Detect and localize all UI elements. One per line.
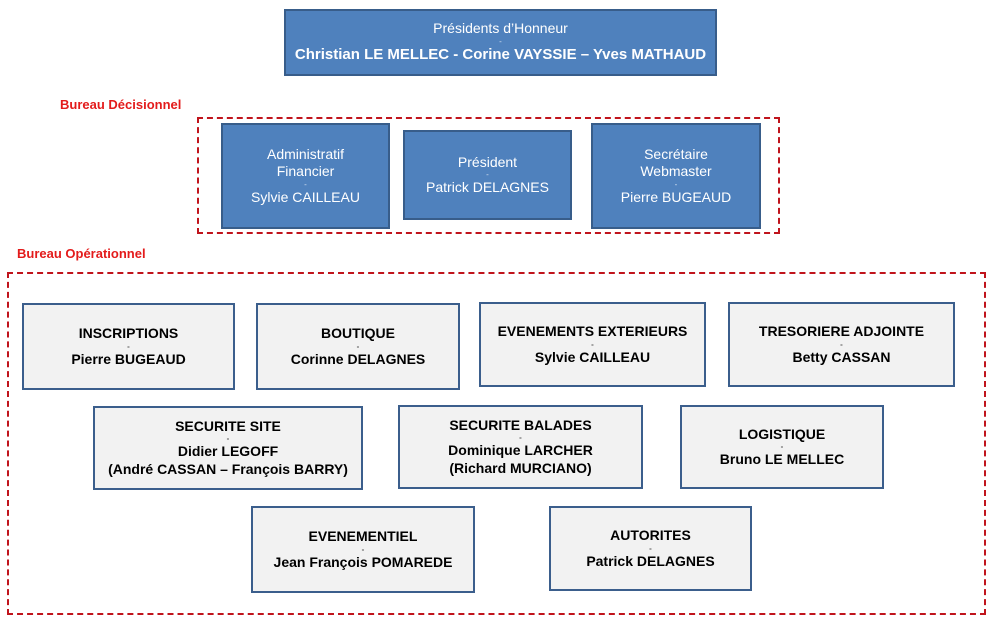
role-evenementiel: EVENEMENTIEL - Jean François POMAREDE xyxy=(251,506,475,593)
role-title: BOUTIQUE xyxy=(321,325,395,341)
separator: - xyxy=(780,442,784,451)
role-title: TRESORIERE ADJOINTE xyxy=(758,323,925,339)
role-title: EVENEMENTIEL xyxy=(308,528,418,544)
role-title: Administratif xyxy=(266,145,345,162)
separator: - xyxy=(591,339,594,349)
role-person: Didier LEGOFF xyxy=(177,443,279,460)
role-person: Bruno LE MELLEC xyxy=(719,451,845,467)
separator: - xyxy=(519,433,522,443)
role-person: Sylvie CAILLEAU xyxy=(251,188,360,205)
role-title: EVENEMENTS EXTERIEURS xyxy=(497,323,688,339)
bureau-decisionnel-group xyxy=(197,117,780,234)
role-title: LOGISTIQUE xyxy=(738,425,826,442)
role-person: Corinne DELAGNES xyxy=(290,350,426,367)
separator: - xyxy=(674,179,678,189)
role-securite-balades: SECURITE BALADES - Dominique LARCHER (Ri… xyxy=(398,405,643,489)
role-title: SECURITE SITE xyxy=(175,417,281,434)
role-person: (André CASSAN – François BARRY) xyxy=(108,460,348,477)
role-boutique: BOUTIQUE - Corinne DELAGNES xyxy=(256,303,460,390)
role-title: Webmaster xyxy=(640,163,712,180)
role-person: Dominique LARCHER xyxy=(448,442,593,459)
separator: - xyxy=(226,434,230,444)
role-title: Financier xyxy=(276,163,335,180)
role-person: Sylvie CAILLEAU xyxy=(534,348,651,365)
role-person: Jean François POMAREDE xyxy=(273,553,453,570)
honorary-title: Présidents d’Honneur xyxy=(433,20,568,37)
bureau-decisionnel-label: Bureau Décisionnel xyxy=(60,97,182,112)
honorary-names: Christian LE MELLEC - Corine VAYSSIE – Y… xyxy=(294,45,707,63)
separator: - xyxy=(356,341,360,351)
role-person: Pierre BUGEAUD xyxy=(71,350,186,367)
role-title: Président xyxy=(457,153,518,170)
role-title: AUTORITES xyxy=(610,527,691,543)
separator: - xyxy=(361,544,365,554)
role-person: Betty CASSAN xyxy=(792,348,891,365)
bureau-operationnel-group xyxy=(7,272,986,615)
role-title: Secrétaire xyxy=(644,145,708,162)
role-administratif-financier: Administratif Financier - Sylvie CAILLEA… xyxy=(221,123,390,229)
separator: - xyxy=(649,543,652,553)
role-inscriptions: INSCRIPTIONS - Pierre BUGEAUD xyxy=(22,303,235,390)
role-securite-site: SECURITE SITE - Didier LEGOFF (André CAS… xyxy=(93,406,363,490)
role-logistique: LOGISTIQUE - Bruno LE MELLEC xyxy=(680,405,884,489)
role-person: Pierre BUGEAUD xyxy=(620,188,732,205)
role-president: Président - Patrick DELAGNES xyxy=(403,130,572,220)
role-tresoriere-adjointe: TRESORIERE ADJOINTE - Betty CASSAN xyxy=(728,302,955,387)
role-evenements-exterieurs: EVENEMENTS EXTERIEURS - Sylvie CAILLEAU xyxy=(479,302,706,387)
role-title: SECURITE BALADES xyxy=(449,416,592,433)
separator: - xyxy=(127,341,130,351)
role-secretaire-webmaster: Secrétaire Webmaster - Pierre BUGEAUD xyxy=(591,123,761,229)
role-autorites: AUTORITES - Patrick DELAGNES xyxy=(549,506,752,591)
role-person: Patrick DELAGNES xyxy=(586,552,715,569)
separator: - xyxy=(840,339,843,349)
role-title: INSCRIPTIONS xyxy=(78,325,179,341)
bureau-operationnel-label: Bureau Opérationnel xyxy=(17,246,146,261)
role-person: Patrick DELAGNES xyxy=(426,179,549,195)
separator: - xyxy=(304,179,307,189)
honorary-presidents-box: Présidents d’Honneur - Christian LE MELL… xyxy=(284,9,717,76)
separator: - xyxy=(486,170,489,179)
separator: - xyxy=(499,36,502,46)
role-person: (Richard MURCIANO) xyxy=(449,459,592,476)
